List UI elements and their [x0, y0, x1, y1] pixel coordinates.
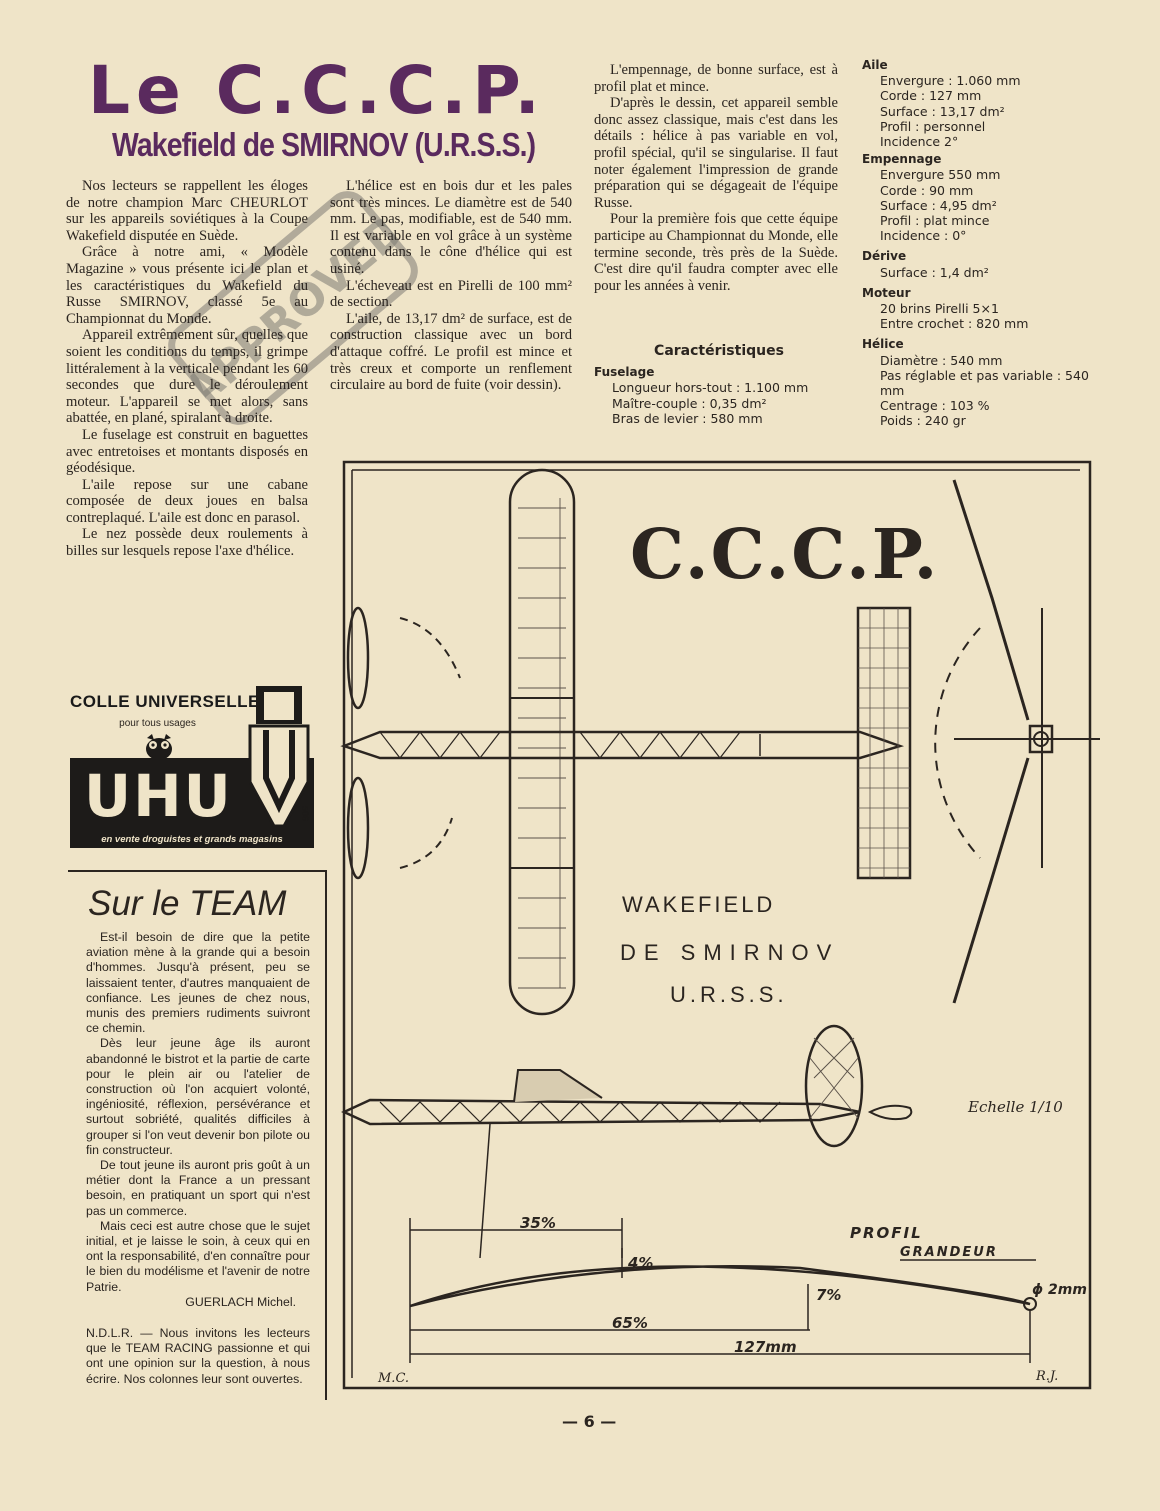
plan-label-wakefield: WAKEFIELD	[622, 892, 775, 917]
dimension-65-percent: 65%	[612, 1314, 648, 1332]
paragraph: D'après le dessin, cet appareil semble d…	[594, 95, 838, 211]
spec-list: Aile Envergure : 1.060 mm Corde : 127 mm…	[862, 58, 1112, 429]
signature: GUERLACH Michel.	[185, 1294, 296, 1309]
wing-pylon-side	[513, 1069, 603, 1103]
paragraph: Appareil extrêmement sûr, quelles que so…	[66, 327, 308, 427]
rotation-arrow-top	[399, 617, 461, 679]
dimension-4-percent: 4%	[627, 1254, 653, 1272]
spec-item: Longueur hors-tout : 1.100 mm	[612, 380, 809, 396]
paragraph: Mais ceci est autre chose que le sujet i…	[86, 1218, 310, 1294]
team-body: Est-il besoin de dire que la petite avia…	[86, 930, 310, 1387]
article-column-3: L'empennage, de bonne surface, est à pro…	[594, 62, 838, 294]
ad-code: 506	[300, 806, 310, 821]
plan-title: C.C.C.P.	[630, 515, 939, 595]
propeller-blade-top	[346, 606, 370, 710]
spec-item: Pas réglable et pas variable : 540 mm	[880, 367, 1089, 399]
owl-icon	[146, 734, 172, 760]
team-title: Sur le TEAM	[88, 884, 287, 923]
article-title: Le C.C.C.P.	[88, 52, 546, 129]
paragraph: L'aile, de 13,17 dm² de surface, est de …	[330, 310, 572, 394]
paragraph: Le fuselage est construit en baguettes a…	[66, 426, 308, 477]
spec-heading: Hélice	[862, 337, 904, 352]
spec-item: Entre crochet : 820 mm	[880, 316, 1029, 332]
plan-label-smirnov: DE SMIRNOV	[620, 940, 839, 965]
propeller-blade-bottom	[346, 776, 370, 880]
spec-item: Corde : 90 mm	[880, 182, 974, 198]
spec-heading: Moteur	[862, 285, 911, 300]
paragraph: Nos lecteurs se rappellent les éloges de…	[66, 178, 308, 244]
dimension-phi-2mm: ϕ 2mm	[1032, 1282, 1087, 1298]
article-column-2: L'hélice est en bois dur et les pales so…	[330, 178, 572, 394]
paragraph: Pour la première fois que cette équipe p…	[594, 211, 838, 294]
paragraph: L'aile repose sur une cabane composée de…	[66, 476, 308, 526]
landing-gear-wire	[479, 1123, 491, 1259]
spec-item: Envergure 550 mm	[880, 167, 1001, 183]
plan-label-urss: U.R.S.S.	[670, 982, 788, 1007]
grandeur-label: GRANDEUR	[900, 1245, 998, 1260]
ad-footer: en vente droguistes et grands magasins	[70, 832, 314, 848]
airfoil-profile	[409, 1265, 1031, 1308]
ad-brand: UHU	[84, 762, 233, 830]
spec-item: Envergure : 1.060 mm	[880, 73, 1021, 89]
scale-label: Echelle 1/10	[967, 1098, 1063, 1116]
editor-note: N.D.L.R. — Nous invitons les lecteurs qu…	[86, 1326, 310, 1386]
fuselage-top	[340, 730, 905, 760]
spec-item: 20 brins Pirelli 5×1	[880, 301, 999, 317]
spec-heading: Dérive	[862, 249, 907, 264]
page-number: — 6 —	[562, 1412, 617, 1431]
dimension-7-percent: 7%	[816, 1286, 841, 1304]
spec-item: Corde : 127 mm	[880, 88, 982, 104]
profil-label: PROFIL	[850, 1224, 923, 1242]
dimension-127mm: 127mm	[734, 1338, 797, 1356]
dimension-35-percent: 35%	[520, 1214, 556, 1232]
spec-heading: Empennage	[862, 152, 942, 167]
wing-ribs	[518, 498, 566, 989]
paragraph: L'écheveau est en Pirelli de 100 mm² de …	[330, 277, 572, 311]
ad-headline: COLLE UNIVERSELLE	[70, 692, 260, 711]
paragraph: Est-il besoin de dire que la petite avia…	[86, 930, 310, 1036]
plan-frame	[342, 460, 1092, 1390]
paragraph: L'hélice est en bois dur et les pales so…	[330, 178, 572, 277]
spec-item: Centrage : 103 %	[880, 398, 990, 414]
spec-item: Profil : personnel	[880, 118, 986, 134]
spec-heading: Aile	[862, 58, 888, 72]
drafter-initials-right: R.J.	[1035, 1369, 1058, 1384]
spec-item: Diamètre : 540 mm	[880, 352, 1003, 368]
spec-item: Poids : 240 gr	[880, 413, 966, 429]
paragraph: Grâce à notre ami, « Modèle Magazine » v…	[66, 244, 308, 327]
paragraph: De tout jeune ils auront pris goût à un …	[86, 1158, 310, 1218]
ad-subline: pour tous usages	[119, 718, 196, 729]
article-subtitle: Wakefield de SMIRNOV (U.R.S.S.)	[112, 126, 536, 163]
fin-side	[804, 1024, 864, 1148]
fuselage-bracing	[379, 731, 741, 759]
rotation-arrow-bottom	[399, 817, 453, 869]
characteristics-title: Caractéristiques	[654, 343, 784, 359]
uhu-advertisement: COLLE UNIVERSELLE pour tous usages UHU 5…	[70, 686, 314, 848]
paragraph: Le nez possède deux roulements à billes …	[66, 526, 308, 560]
spec-item: Surface : 4,95 dm²	[880, 197, 997, 213]
spec-item: Bras de levier : 580 mm	[612, 410, 763, 426]
paragraph: Dès leur jeune âge ils auront abandonné …	[86, 1036, 310, 1157]
article-column-1: Nos lecteurs se rappellent les éloges de…	[66, 178, 308, 560]
characteristics-fuselage: Caractéristiques Fuselage Longueur hors-…	[594, 343, 844, 426]
wing-dihedral-front	[952, 479, 1030, 1004]
spec-item: Incidence : 0°	[880, 228, 967, 244]
spec-item: Maître-couple : 0,35 dm²	[612, 395, 767, 411]
spec-item: Surface : 1,4 dm²	[880, 264, 989, 280]
spec-item: Incidence 2°	[880, 134, 959, 150]
spec-item: Surface : 13,17 dm²	[880, 103, 1005, 119]
team-sidebar: Sur le TEAM Est-il besoin de dire que la…	[68, 870, 327, 1400]
spec-item: Profil : plat mince	[880, 213, 990, 229]
model-plan-drawing: C.C.C.P. WAKEFIELD DE S	[340, 458, 1100, 1398]
wing-planform	[508, 468, 576, 1016]
glue-tube-icon: 506	[248, 686, 310, 828]
tail-cone-side	[867, 1104, 913, 1121]
drafter-initials-left: M.C.	[377, 1371, 409, 1386]
spec-heading: Fuselage	[594, 365, 655, 380]
propeller-arc-front	[934, 627, 981, 859]
paragraph: L'empennage, de bonne surface, est à pro…	[594, 62, 838, 95]
